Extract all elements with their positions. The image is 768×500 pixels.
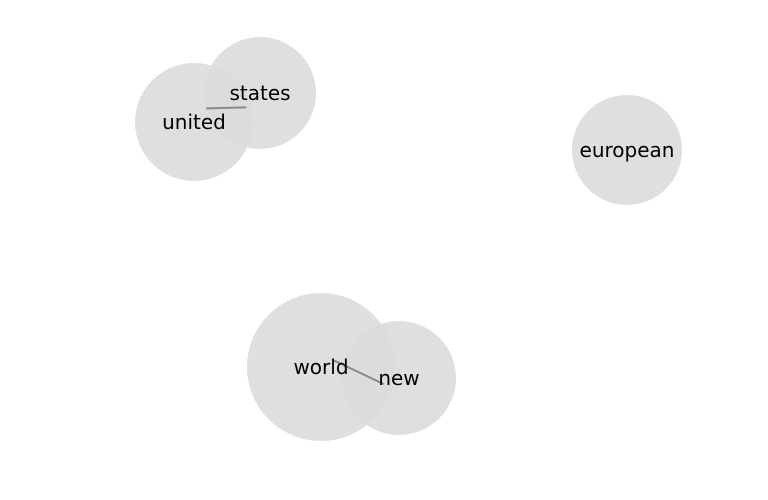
edge-united-states [205, 106, 247, 110]
node-circle-european [572, 95, 682, 205]
node-circle-new [342, 321, 456, 435]
node-label-new: new [378, 366, 419, 390]
node-label-states: states [229, 81, 290, 105]
node-label-united: united [162, 110, 226, 134]
node-circles [135, 37, 682, 441]
edge-world-new [333, 359, 385, 385]
edges [205, 106, 385, 385]
node-label-world: world [293, 355, 348, 379]
node-circle-states [204, 37, 316, 149]
node-label-european: european [580, 138, 675, 162]
